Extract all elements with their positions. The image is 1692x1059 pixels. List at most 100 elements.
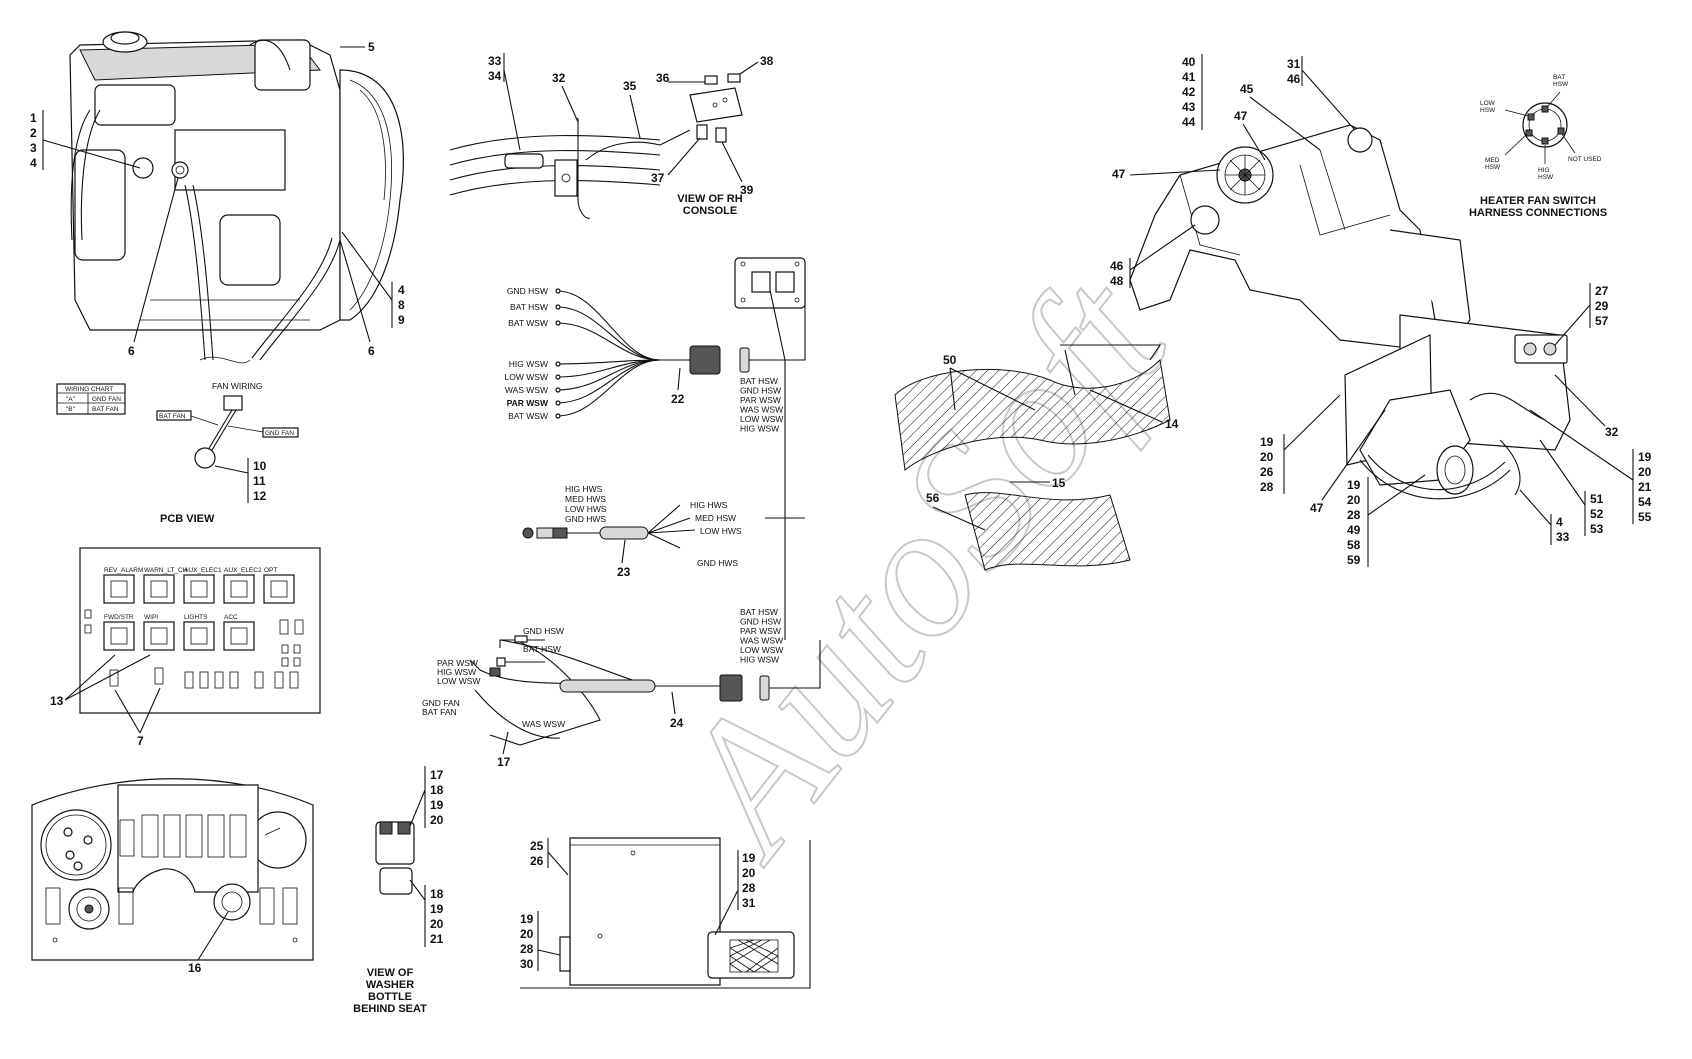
pcb-relay	[103, 574, 135, 604]
pcb-relay-inner	[190, 627, 208, 645]
callout-4: 4	[30, 156, 37, 170]
callout-52: 52	[1590, 507, 1604, 521]
callout-42: 42	[1182, 85, 1196, 99]
callout-33: 33	[488, 54, 502, 68]
callout-19-heater: 19	[1260, 435, 1274, 449]
callout-21-washer-low: 21	[430, 932, 444, 946]
callout-24: 24	[670, 716, 684, 730]
callout-21-right: 21	[1638, 480, 1652, 494]
harness-24-right-label: WAS WSW	[740, 636, 783, 646]
harness-22-wire-label: GND HSW	[507, 286, 548, 296]
callout-16: 16	[188, 961, 202, 975]
engine-callouts: 5 1 2 3 4 6 6 4 8 9	[30, 40, 405, 358]
pcb-relay-label: REV_ALARM	[104, 567, 143, 574]
callout-22: 22	[671, 392, 685, 406]
pcb-relay	[143, 574, 175, 604]
callout-41: 41	[1182, 70, 1196, 84]
connector-22-pin-label: HIG WSW	[740, 424, 779, 434]
callout-13: 13	[50, 694, 64, 708]
harness-22-wire	[556, 359, 661, 417]
callout-20-washer-low: 20	[430, 917, 444, 931]
callout-4-heater: 4	[1556, 515, 1563, 529]
callout-19-seat-left: 19	[520, 912, 534, 926]
dash-panel: 16	[31, 778, 314, 975]
fan-label-gnd: GND FAN	[265, 430, 294, 437]
seat-box: 25 26 19 20 28 31 19 20 28 30	[520, 837, 811, 989]
wire-terminal	[555, 320, 561, 326]
callout-44: 44	[1182, 115, 1196, 129]
callout-20-seat: 20	[742, 866, 756, 880]
callout-46-left: 46	[1110, 259, 1124, 273]
callout-10: 10	[253, 459, 267, 473]
h24-label-was-wsw: WAS WSW	[522, 719, 565, 729]
wire-terminal	[555, 374, 561, 380]
callout-28-seat-left: 28	[520, 942, 534, 956]
callout-1: 1	[30, 111, 37, 125]
pcb-small-components	[84, 609, 304, 689]
callout-31-heater: 31	[1287, 57, 1301, 71]
callout-19-lower: 19	[1347, 478, 1361, 492]
callout-20-heater: 20	[1260, 450, 1274, 464]
harness-23-left-label: MED HWS	[565, 494, 606, 504]
callout-32-heater: 32	[1605, 425, 1619, 439]
pcb-relay-inner	[190, 580, 208, 598]
harness-23-right-label: MED HSW	[695, 513, 736, 523]
callout-59-lower: 59	[1347, 553, 1361, 567]
callout-20-seat-left: 20	[520, 927, 534, 941]
harness-22-wire-label: HIG WSW	[509, 359, 548, 369]
callout-11: 11	[253, 474, 266, 488]
h24-label-gnd-fan: GND FAN	[422, 698, 460, 708]
callout-17-washer: 17	[430, 768, 444, 782]
callout-28-heater: 28	[1260, 480, 1274, 494]
callout-47-left: 47	[1112, 167, 1126, 181]
wiring-chart: WIRING CHART "A" GND FAN "B" BAT FAN	[56, 383, 126, 415]
callout-12: 12	[253, 489, 267, 503]
callout-25: 25	[530, 839, 544, 853]
callout-9-right: 9	[398, 313, 405, 327]
pcb-relay-inner	[150, 627, 168, 645]
pcb-relay-label: ACC	[224, 614, 238, 621]
h24-label-par-wsw: PAR WSW	[437, 658, 478, 668]
pcb-relay-label: OPT	[264, 567, 277, 574]
harness-22-wire-label: BAT HSW	[510, 302, 548, 312]
callout-36: 36	[656, 71, 670, 85]
wiring-chart-title: WIRING CHART	[65, 386, 113, 393]
callout-30-seat-left: 30	[520, 957, 534, 971]
harness-24-right-label: GND HSW	[740, 617, 781, 627]
harness-22-wire	[556, 359, 661, 391]
harness-22-wire-label: WAS WSW	[505, 385, 548, 395]
pcb-relay	[223, 621, 255, 651]
callout-2: 2	[30, 126, 37, 140]
callout-48-left: 48	[1110, 274, 1124, 288]
callout-19-washer-low: 19	[430, 902, 444, 916]
harness-24-right-label: BAT HSW	[740, 607, 778, 617]
wire-terminal	[555, 361, 561, 367]
harness-23-left-label: GND HWS	[565, 514, 606, 524]
callout-35: 35	[623, 79, 637, 93]
wire-terminal	[555, 413, 561, 419]
harness-22-wire-label: LOW WSW	[505, 372, 548, 382]
h24-label-low-wsw: LOW WSW	[437, 676, 480, 686]
callout-47-top: 47	[1234, 109, 1248, 123]
pcb-view-caption: PCB VIEW	[160, 513, 215, 525]
callout-56: 56	[926, 491, 940, 505]
pcb-relay	[143, 621, 175, 651]
callout-32-console: 32	[552, 71, 566, 85]
callout-20-right: 20	[1638, 465, 1652, 479]
callout-8-right: 8	[398, 298, 405, 312]
h24-label-hig-wsw: HIG WSW	[437, 667, 476, 677]
